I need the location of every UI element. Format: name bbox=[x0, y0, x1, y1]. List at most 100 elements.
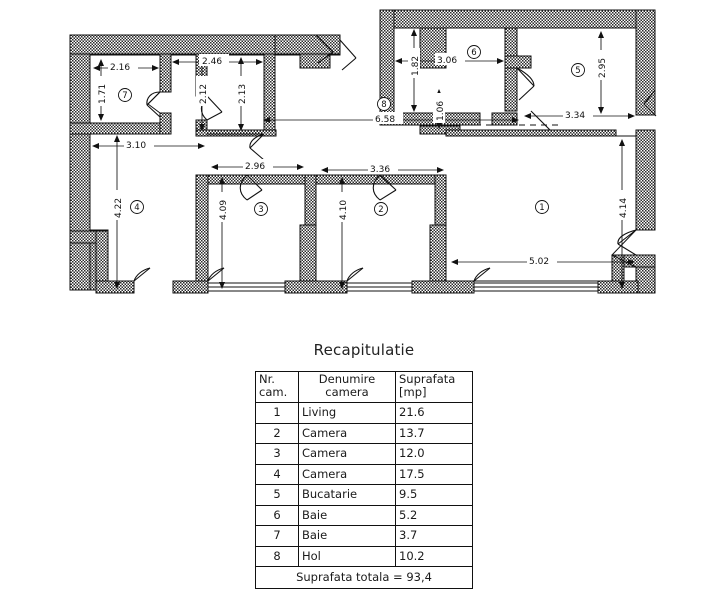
floor-plan: 2.16 1.71 2.46 2.12 2.13 3.10 4.22 2.96 … bbox=[0, 0, 728, 330]
recap-title: Recapitulatie bbox=[0, 330, 728, 359]
header-nr-line2: cam. bbox=[259, 386, 295, 399]
cell-area: 10.2 bbox=[396, 546, 473, 567]
cell-name: Living bbox=[299, 403, 396, 424]
cell-name: Camera bbox=[299, 444, 396, 465]
wall-room6-right bbox=[505, 28, 517, 56]
wall-block3-top bbox=[196, 175, 316, 184]
room-marker-4-label: 4 bbox=[134, 203, 139, 213]
cell-nr: 3 bbox=[256, 444, 299, 465]
wall-room6-right-lower bbox=[505, 56, 531, 68]
cell-name: Bucatarie bbox=[299, 485, 396, 506]
window-bottom-2 bbox=[347, 283, 412, 291]
cell-name: Baie bbox=[299, 505, 396, 526]
wall-between-4-3 bbox=[196, 175, 208, 293]
door-a bbox=[250, 134, 264, 160]
header-nr: Nr. cam. bbox=[256, 372, 299, 403]
wall-bottom-pier-3 bbox=[285, 281, 347, 293]
dim-text-658: 6.58 bbox=[375, 115, 395, 125]
wall-right-exterior-lower bbox=[636, 130, 655, 230]
room-marker-1-label: 1 bbox=[539, 203, 544, 213]
cell-name: Hol bbox=[299, 546, 396, 567]
table-header-row: Nr. cam. Denumire camera Suprafata [mp] bbox=[256, 372, 473, 403]
wall-top-right-exterior bbox=[380, 10, 655, 28]
wall-hol-room1-div bbox=[446, 130, 616, 136]
room-marker-2-label: 2 bbox=[378, 205, 383, 215]
door-room1-right bbox=[618, 230, 636, 255]
wall-between-3-2 bbox=[305, 175, 316, 225]
dimension-texts: 2.16 1.71 2.46 2.12 2.13 3.10 4.22 2.96 … bbox=[95, 48, 629, 267]
door-room5-hall bbox=[531, 111, 550, 130]
dim-text-296: 2.96 bbox=[245, 162, 265, 172]
total-cell: Suprafata totala = 93,4 bbox=[256, 567, 473, 589]
wall-bottom-pier-2 bbox=[173, 281, 208, 293]
cell-area: 17.5 bbox=[396, 464, 473, 485]
door-top-hall bbox=[340, 40, 356, 70]
recapitulation-section: Recapitulatie Nr. cam. Denumire camera S… bbox=[0, 330, 728, 563]
wall-room6-bottom-r bbox=[492, 113, 517, 125]
header-sup-line2: [mp] bbox=[399, 386, 469, 399]
table-total-row: Suprafata totala = 93,4 bbox=[256, 567, 473, 589]
cell-area: 13.7 bbox=[396, 423, 473, 444]
cell-nr: 5 bbox=[256, 485, 299, 506]
room-marker-4: 4 bbox=[131, 201, 144, 214]
cell-area: 5.2 bbox=[396, 505, 473, 526]
wall-bottom-pier-1 bbox=[96, 281, 134, 293]
wall-bottom-pier-4 bbox=[412, 281, 474, 293]
wall-top-notch bbox=[300, 54, 330, 68]
cell-name: Camera bbox=[299, 423, 396, 444]
dim-text-213: 2.13 bbox=[238, 84, 248, 104]
wall-hol-bottom-left bbox=[196, 130, 276, 136]
dim-text-409: 4.09 bbox=[219, 200, 229, 220]
cell-nr: 4 bbox=[256, 464, 299, 485]
cell-nr: 8 bbox=[256, 546, 299, 567]
wall-right-exterior-upper bbox=[636, 10, 655, 115]
dim-text-212: 2.12 bbox=[199, 84, 209, 104]
dim-text-336: 3.36 bbox=[370, 165, 390, 175]
door-room5 bbox=[517, 68, 534, 100]
room-marker-5: 5 bbox=[572, 64, 585, 77]
dimensions-layer bbox=[93, 30, 634, 288]
cell-area: 9.5 bbox=[396, 485, 473, 506]
cell-nr: 7 bbox=[256, 526, 299, 547]
wall-bottom-pier-5 bbox=[598, 281, 638, 293]
dim-text-295: 2.95 bbox=[598, 58, 608, 78]
window-bottom-1 bbox=[208, 283, 285, 291]
door-room1-bottom bbox=[474, 268, 490, 281]
door-room2-bottom bbox=[347, 268, 363, 281]
dim-text-422: 4.22 bbox=[114, 198, 124, 218]
room-marker-8: 8 bbox=[378, 98, 391, 111]
wall-mid-vert-b bbox=[264, 54, 275, 134]
wall-room7-right-lower bbox=[160, 113, 171, 134]
dim-text-410: 4.10 bbox=[339, 200, 349, 220]
room-marker-1: 1 bbox=[536, 201, 549, 214]
cell-nr: 2 bbox=[256, 423, 299, 444]
cell-area: 21.6 bbox=[396, 403, 473, 424]
cell-nr: 1 bbox=[256, 403, 299, 424]
room-marker-3-label: 3 bbox=[258, 205, 263, 215]
wall-top-seg2 bbox=[275, 35, 340, 54]
dim-text-246: 2.46 bbox=[202, 57, 222, 67]
header-den-line2: camera bbox=[302, 386, 392, 399]
room-marker-6-label: 6 bbox=[471, 48, 476, 58]
header-suprafata: Suprafata [mp] bbox=[396, 372, 473, 403]
cell-name: Camera bbox=[299, 464, 396, 485]
walls-layer bbox=[70, 10, 655, 293]
cell-nr: 6 bbox=[256, 505, 299, 526]
dim-text-310: 3.10 bbox=[126, 141, 146, 151]
window-bottom-3 bbox=[474, 283, 598, 291]
room-marker-7: 7 bbox=[119, 89, 132, 102]
cell-name: Baie bbox=[299, 526, 396, 547]
dim-text-182: 1.82 bbox=[411, 56, 421, 76]
room-marker-6: 6 bbox=[468, 46, 481, 59]
wall-room6-right-v2 bbox=[505, 68, 517, 111]
room-marker-5-label: 5 bbox=[575, 66, 580, 76]
